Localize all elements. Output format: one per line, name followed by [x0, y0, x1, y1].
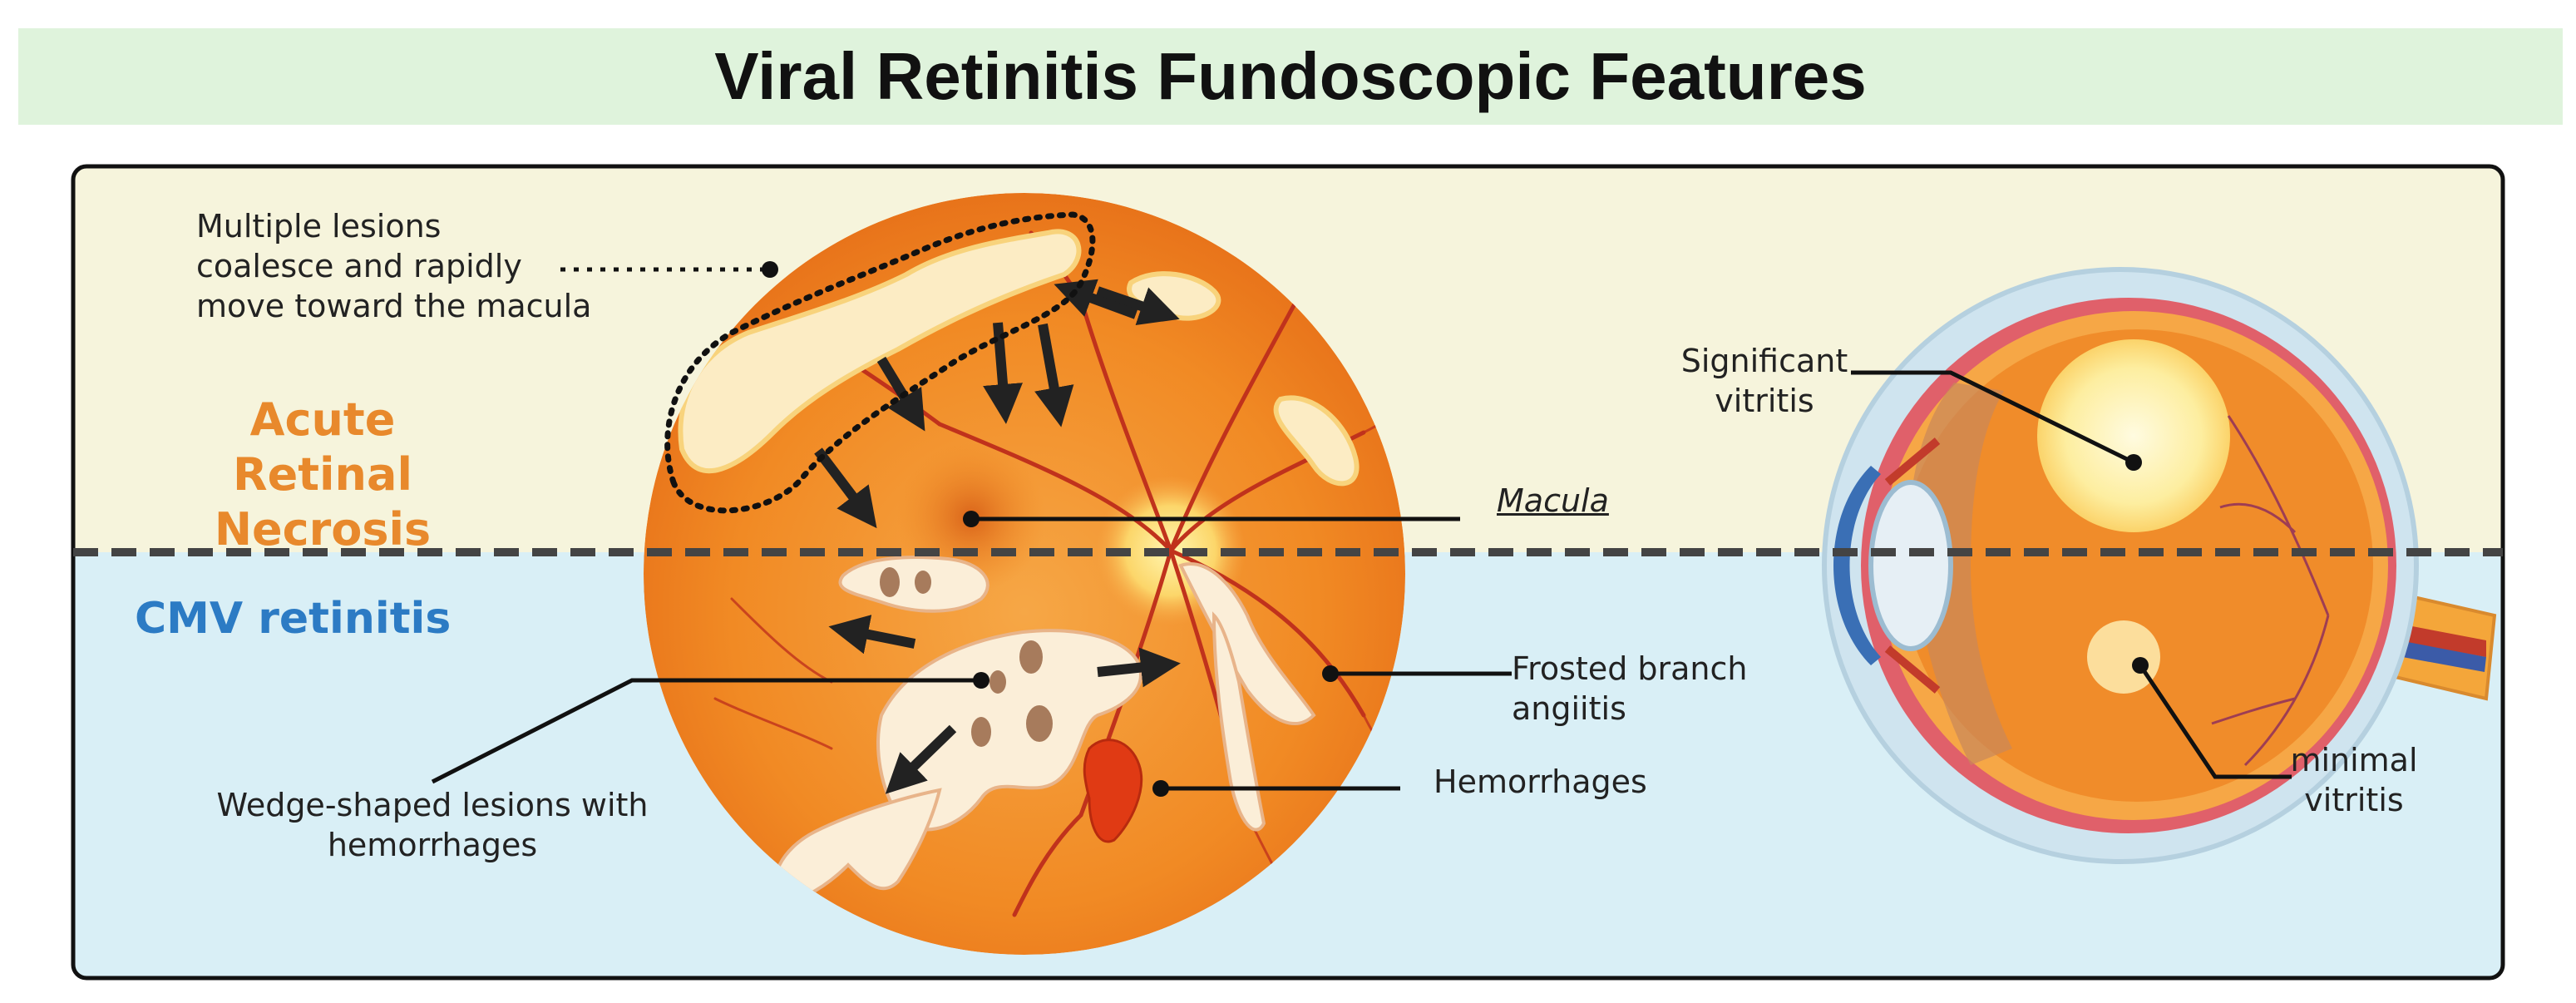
wedge-line2: hemorrhages [327, 827, 538, 863]
coalesce-line1: Multiple lesions [196, 208, 442, 245]
coalesce-line2: coalesce and rapidly [196, 248, 522, 284]
significant-line1: Significant [1680, 343, 1848, 379]
title-bar: Viral Retinitis Fundoscopic Features [18, 28, 2563, 125]
minimal-line1: minimal [2290, 742, 2418, 778]
frosted-line2: angiitis [1512, 690, 1626, 727]
lens-body [1909, 383, 2012, 765]
arn-label-line1: Acute Retinal [233, 393, 412, 501]
arn-label-line2: Necrosis [214, 503, 432, 556]
figure-title: Viral Retinitis Fundoscopic Features [714, 39, 1867, 113]
wedge-line1: Wedge-shaped lesions with [216, 787, 649, 823]
hemorrhages-label: Hemorrhages [1434, 763, 1647, 800]
cornea [1833, 466, 1881, 665]
coalesce-outline [664, 211, 1096, 514]
panel-border [71, 164, 2505, 981]
lens [1868, 480, 1953, 651]
significant-line2: vitritis [1715, 383, 1814, 419]
minimal-vitritis-cloud [2087, 620, 2160, 694]
hemorrhages [1083, 739, 1143, 843]
leader-dots [762, 261, 1339, 797]
eye-cross-section [1822, 267, 2497, 864]
vitreous [1901, 329, 2373, 802]
coalesce-label: Multiple lesions coalesce and rapidly mo… [196, 206, 591, 326]
significant-vitritis-label: Significant vitritis [1665, 341, 1864, 421]
significant-vitritis-cloud [2037, 339, 2230, 532]
minimal-vitritis-label: minimal vitritis [2283, 740, 2425, 820]
frosted-line1: Frosted branch [1512, 650, 1748, 687]
arn-section-label: Acute Retinal Necrosis [165, 393, 481, 557]
eye-leader-lines [1851, 370, 2292, 779]
wedge-lesion-label: Wedge-shaped lesions with hemorrhages [208, 785, 657, 865]
macula-label: Macula [1497, 482, 1609, 519]
minimal-line2: vitritis [2304, 782, 2404, 818]
lesion-arrows [814, 279, 1181, 794]
cmv-section-label: CMV retinitis [135, 594, 452, 644]
frosted-branch-label: Frosted branch angiitis [1512, 649, 1748, 729]
coalesce-line3: move toward the macula [196, 288, 592, 324]
leader-lines [431, 267, 1512, 791]
lesion-hemorrhage-dots [880, 567, 1053, 747]
